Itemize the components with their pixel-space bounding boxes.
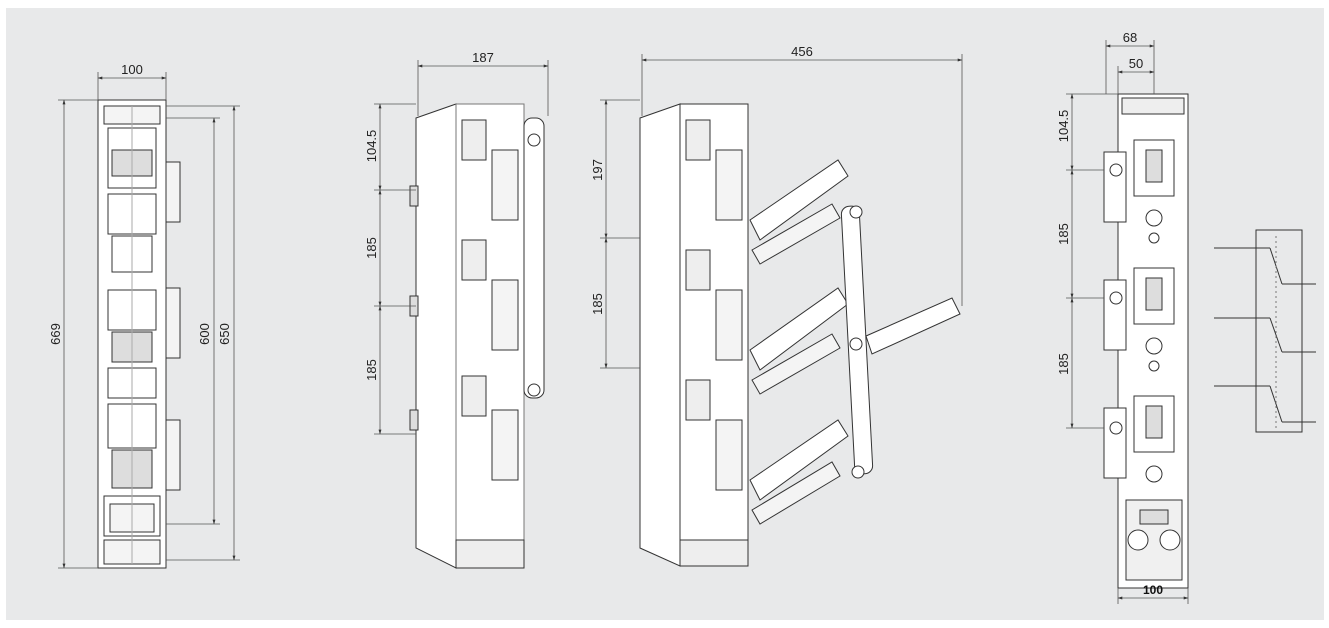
front-overall-height-label: 669 [48,323,63,345]
rear-dimensions [1066,40,1189,604]
side-pitch2-label: 185 [364,359,379,381]
open-depth-label: 456 [791,44,813,59]
open-view [639,103,961,567]
front-inner-height-label: 600 [197,323,212,345]
rear-width2-label: 50 [1129,56,1143,71]
open-pitch-label: 185 [590,293,605,315]
side-depth-label: 187 [472,50,494,65]
rear-view [1103,93,1189,589]
open-body-front-cover [639,103,681,567]
open-dimensions [600,54,963,369]
switch-schematic-symbol [1214,229,1316,433]
rear-pitch1-label: 185 [1056,223,1071,245]
front-mount-height-label: 650 [217,323,232,345]
rear-width1-label: 68 [1123,30,1137,45]
front-view [97,99,181,569]
rear-pitch2-label: 185 [1056,353,1071,375]
rear-bottom-width-label: 100 [1143,583,1163,597]
rear-top-label: 104.5 [1056,110,1071,143]
side-pitch1-label: 185 [364,237,379,259]
side-top-label: 104.5 [364,130,379,163]
side-dimensions [374,60,549,435]
side-view [409,103,545,569]
side-body-front-cover [415,103,457,569]
open-top-label: 197 [590,159,605,181]
front-dimensions [58,72,240,569]
front-width-label: 100 [121,62,143,77]
